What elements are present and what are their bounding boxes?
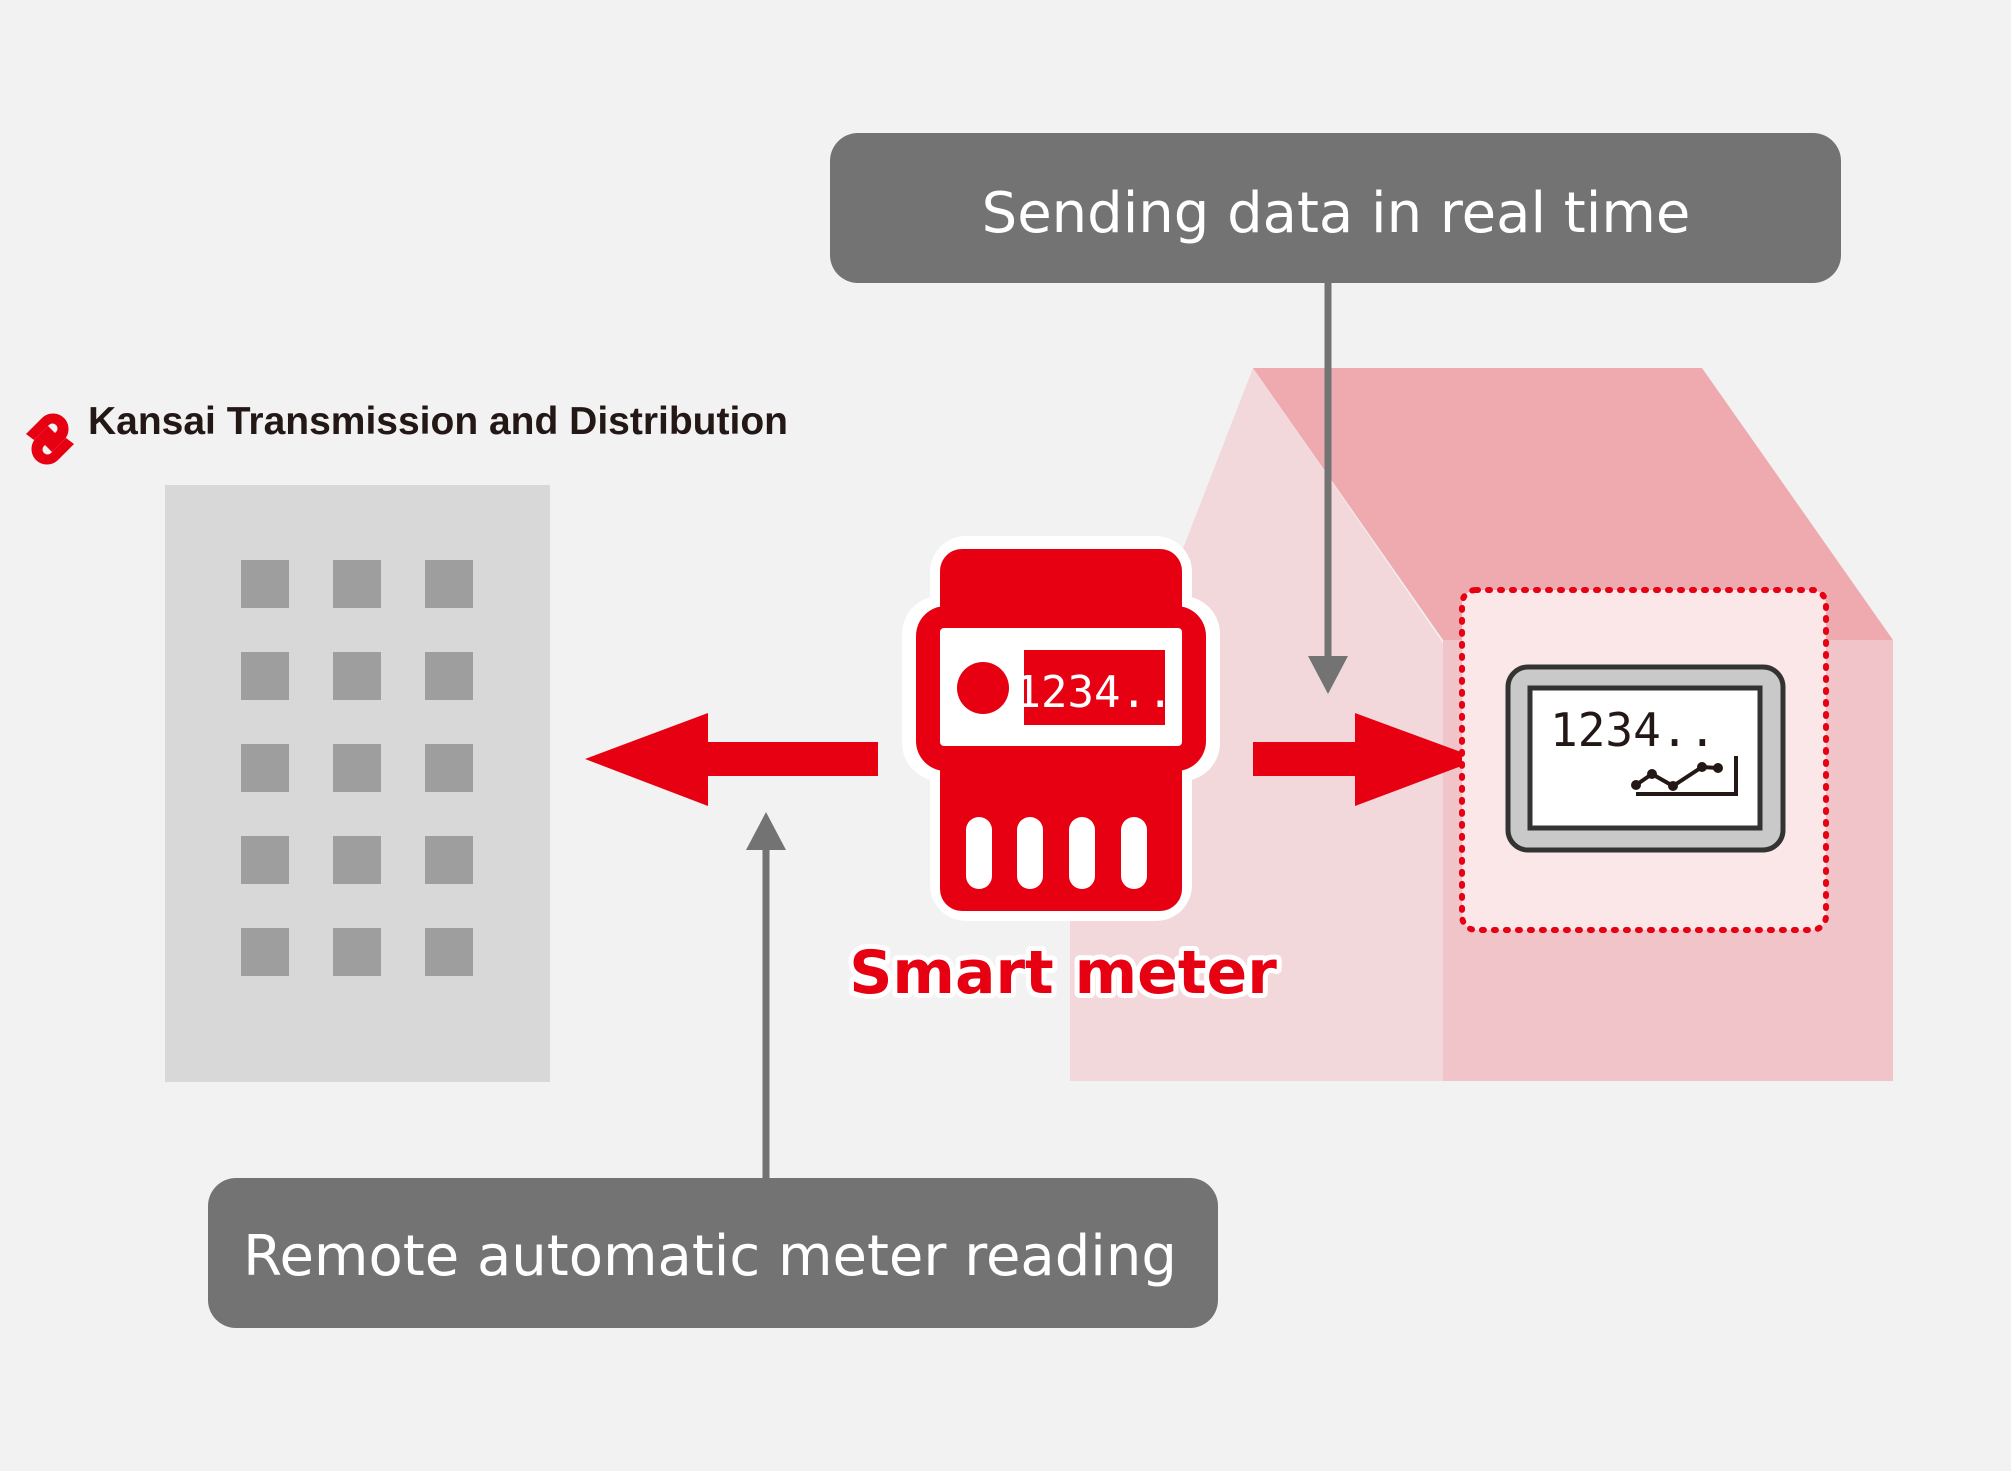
meter-display-screen [1024, 650, 1165, 725]
house-roof [1253, 368, 1893, 640]
smart-meter-icon: 1234.. Smart meter [844, 536, 1282, 1013]
smart-meter-label: Smart meter [849, 938, 1277, 1008]
brand-logo: Kansai Transmission and Distribution [26, 400, 788, 465]
building-windows [241, 560, 473, 976]
in-home-display-icon: 1234.. [1505, 664, 1786, 853]
brand-name: Kansai Transmission and Distribution [88, 400, 788, 443]
realtime-callout-box [830, 133, 1841, 283]
display-device-screen [1527, 685, 1763, 831]
meter-indicator-light [957, 662, 1009, 714]
realtime-connector-arrow [1308, 283, 1348, 694]
remote-connector-arrow [746, 812, 786, 1178]
arrow-to-company [585, 713, 878, 806]
kansai-logo-icon [26, 413, 74, 465]
display-trend-points [1631, 762, 1723, 791]
in-home-display-area: 1234.. [1459, 587, 1829, 933]
remote-callout-box [208, 1178, 1218, 1328]
remote-callout-label: Remote automatic meter reading [243, 1224, 1177, 1289]
office-building-icon [165, 485, 550, 1082]
display-device-reading: 1234.. [1550, 703, 1716, 757]
remote-callout: Remote automatic meter reading [208, 1178, 1218, 1328]
realtime-callout: Sending data in real time [830, 133, 1841, 283]
meter-terminals [966, 817, 1147, 889]
arrow-to-home [1253, 713, 1480, 806]
realtime-callout-label: Sending data in real time [982, 181, 1691, 246]
meter-display-reading: 1234.. [1015, 667, 1174, 718]
